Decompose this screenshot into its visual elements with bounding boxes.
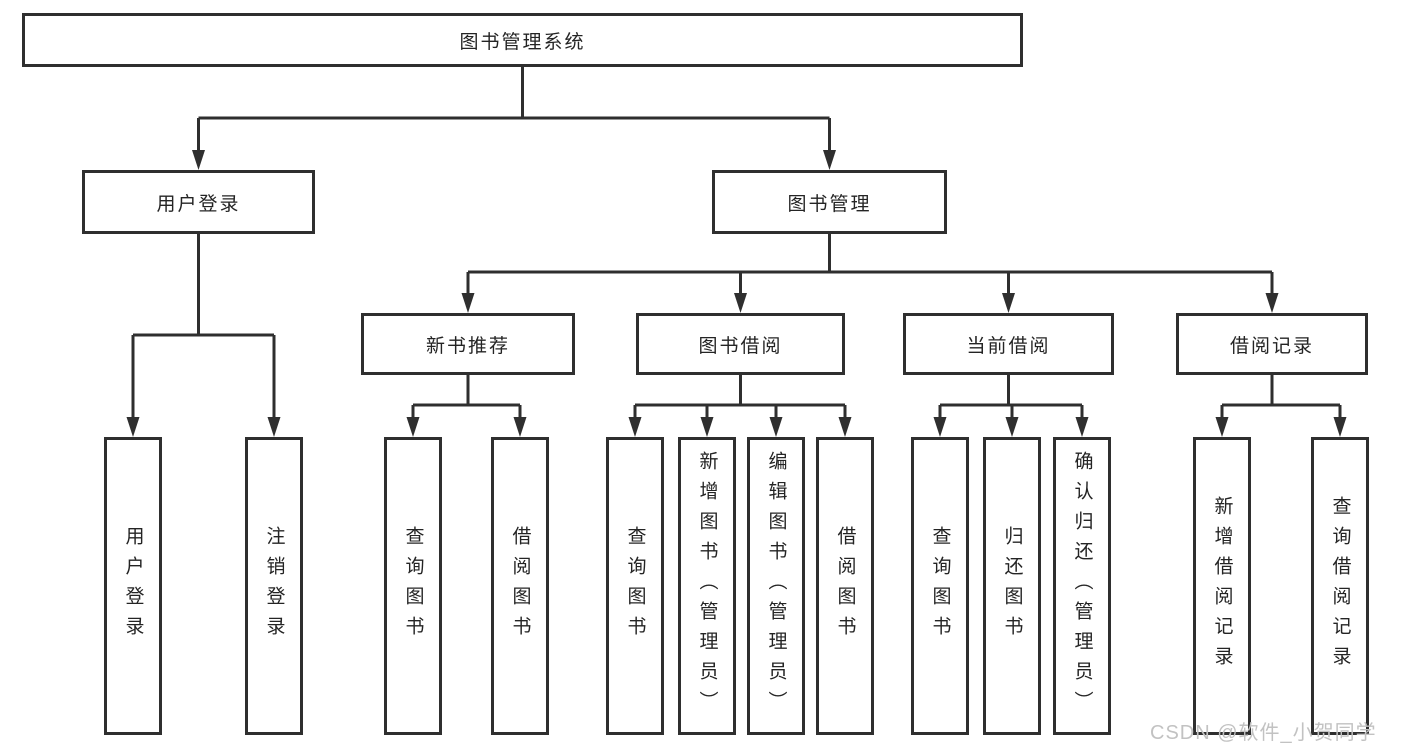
leaf-edit-book-admin: 编辑图书（管理员） <box>747 437 805 735</box>
node-label: 新增图书（管理员） <box>696 451 718 721</box>
node-label: 新增借阅记录 <box>1211 496 1233 676</box>
node-label: 归还图书 <box>1001 526 1023 646</box>
arrowheads <box>126 150 1347 437</box>
node-label: 编辑图书（管理员） <box>765 451 787 721</box>
node-label: 查询图书 <box>402 526 424 646</box>
node-label: 图书管理系统 <box>459 31 586 53</box>
leaf-user-login: 用户登录 <box>104 437 162 735</box>
node-user-login: 用户登录 <box>82 170 315 234</box>
node-label: 图书借阅 <box>698 335 783 357</box>
node-label: 借阅记录 <box>1229 335 1314 357</box>
node-borrow-records: 借阅记录 <box>1176 313 1368 375</box>
leaf-borrow-books-recommend: 借阅图书 <box>491 437 549 735</box>
node-library-management-system: 图书管理系统 <box>22 13 1023 67</box>
node-label: 查询借阅记录 <box>1329 496 1351 676</box>
node-book-borrow: 图书借阅 <box>636 313 845 375</box>
node-book-management: 图书管理 <box>712 170 947 234</box>
node-new-book-recommend: 新书推荐 <box>361 313 575 375</box>
node-label: 借阅图书 <box>509 526 531 646</box>
node-label: 注销登录 <box>263 526 285 646</box>
leaf-query-books-current: 查询图书 <box>911 437 969 735</box>
node-label: 当前借阅 <box>966 335 1051 357</box>
connector-paths <box>131 67 1342 419</box>
leaf-query-books-recommend: 查询图书 <box>384 437 442 735</box>
node-label: 查询图书 <box>624 526 646 646</box>
node-label: 用户登录 <box>156 193 241 215</box>
leaf-add-borrow-record: 新增借阅记录 <box>1193 437 1251 735</box>
leaf-logout: 注销登录 <box>245 437 303 735</box>
node-label: 确认归还（管理员） <box>1071 451 1093 721</box>
leaf-query-borrow-record: 查询借阅记录 <box>1311 437 1369 735</box>
leaf-confirm-return-admin: 确认归还（管理员） <box>1053 437 1111 735</box>
node-label: 借阅图书 <box>834 526 856 646</box>
leaf-borrow-books: 借阅图书 <box>816 437 874 735</box>
leaf-add-book-admin: 新增图书（管理员） <box>678 437 736 735</box>
node-label: 图书管理 <box>787 193 872 215</box>
leaf-query-books-borrow: 查询图书 <box>606 437 664 735</box>
node-current-borrow: 当前借阅 <box>903 313 1114 375</box>
node-label: 用户登录 <box>122 526 144 646</box>
node-label: 新书推荐 <box>425 335 510 357</box>
leaf-return-books: 归还图书 <box>983 437 1041 735</box>
node-label: 查询图书 <box>929 526 951 646</box>
csdn-watermark: CSDN @软件_小贺同学 <box>1150 722 1377 744</box>
